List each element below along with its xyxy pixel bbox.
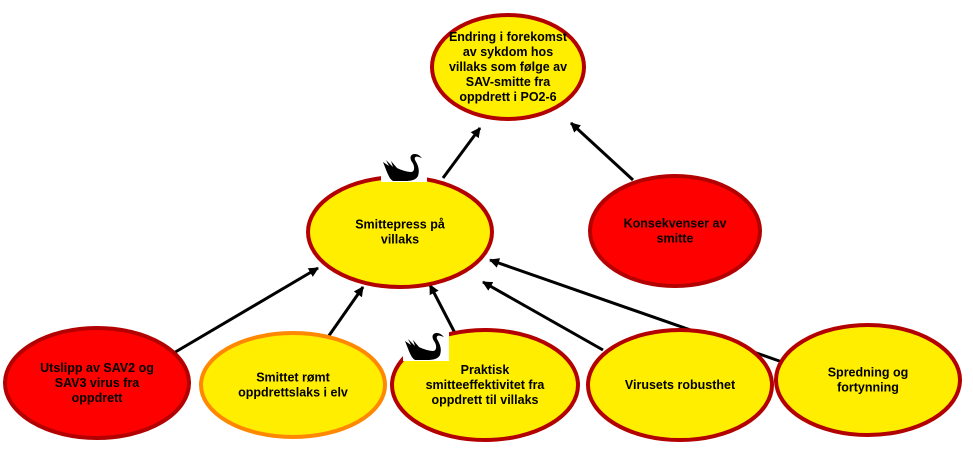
- node-ellipse: [199, 331, 387, 439]
- black-swan-icon: [381, 152, 427, 182]
- node-label-line: oppdrett: [72, 391, 124, 405]
- node-label-line: oppdrett i PO2-6: [459, 90, 556, 104]
- node-label-line: Konsekvenser av: [624, 217, 727, 231]
- node-label-line: SAV3 virus fra: [55, 376, 141, 390]
- arrow-b2-to-middle: [326, 286, 365, 338]
- arrow-b3-to-middle: [428, 284, 459, 338]
- node-label-line: oppdrett til villaks: [432, 393, 539, 407]
- node-label-line: villaks som følge av: [449, 60, 567, 74]
- arrow-consequence-to-top: [569, 121, 635, 182]
- black-swan-icon: [403, 331, 449, 361]
- node-ellipse: [586, 328, 774, 442]
- node-label-line: fortynning: [837, 381, 899, 395]
- node-label-line: oppdrettslaks i elv: [238, 386, 348, 400]
- node-label-line: Utslipp av SAV2 og: [40, 361, 154, 375]
- node-label-line: Smittepress på: [355, 218, 445, 232]
- node-label-line: Virusets robusthet: [625, 378, 736, 392]
- node-label-line: SAV-smitte fra: [466, 75, 552, 89]
- node-label-line: Smittet rømt: [256, 371, 330, 385]
- node-label-line: av sykdom hos: [463, 45, 553, 59]
- node-label-line: smitteeffektivitet fra: [426, 378, 546, 392]
- node-label-line: Praktisk: [461, 363, 510, 377]
- node-label-line: smitte: [657, 232, 694, 246]
- node-label-line: Spredning og: [828, 366, 909, 380]
- arrow-b1-to-middle: [171, 266, 319, 356]
- node-ellipse: [430, 13, 586, 121]
- arrow-b4-to-middle: [482, 280, 604, 352]
- arrow-middle-to-top: [441, 127, 482, 179]
- node-label-line: Endring i forekomst: [449, 30, 568, 44]
- node-ellipse: [3, 326, 191, 440]
- node-label-line: villaks: [381, 233, 419, 247]
- node-b4[interactable]: Virusets robusthet: [586, 328, 774, 442]
- node-ellipse: [774, 323, 962, 437]
- node-ellipse: [588, 174, 762, 288]
